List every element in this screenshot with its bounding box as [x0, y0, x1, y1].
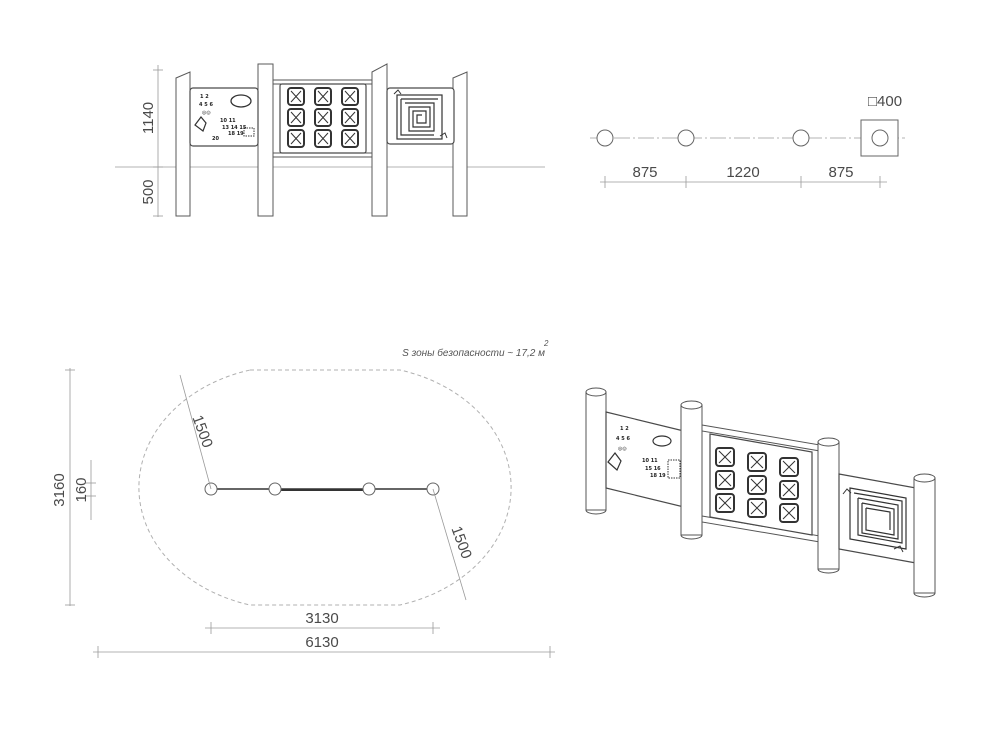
top-post-2 [677, 129, 695, 147]
front-elevation: 1140 500 1 2 4 5 6 ◎◎ 10 11 13 14 15 18 … [115, 63, 545, 217]
tile-1 [287, 87, 305, 106]
persp-post-2 [680, 400, 703, 540]
svg-text:10 11: 10 11 [220, 118, 236, 124]
svg-text:18 19: 18 19 [650, 473, 666, 479]
persp-tile-2 [747, 452, 767, 472]
height-above-label: 1140 [140, 102, 157, 134]
spacing-right-label: 875 [828, 164, 853, 181]
persp-tile-6 [779, 480, 799, 500]
persp-post-4 [913, 473, 936, 598]
persp-tiles-grid [715, 447, 799, 523]
equipment-width-label: 160 [73, 477, 90, 502]
persp-tile-9 [779, 503, 799, 523]
top-view: □400 875 1220 875 [590, 93, 905, 188]
svg-text:10 11: 10 11 [642, 458, 658, 464]
radius-left-line [179, 374, 212, 490]
plan-view: S зоны безопасности ~ 17,2 м 2 1500 1500… [51, 339, 555, 658]
safety-zone-area-note: S зоны безопасности ~ 17,2 м [402, 347, 545, 359]
svg-text:1 2: 1 2 [200, 94, 209, 100]
persp-tile-8 [747, 498, 767, 518]
top-post-3 [792, 129, 810, 147]
tile-7 [287, 129, 305, 148]
total-width-label: 3160 [51, 473, 68, 506]
numbers-panel [189, 87, 259, 147]
svg-text:13 14 15: 13 14 15 [222, 125, 247, 131]
tile-2 [314, 87, 332, 106]
svg-text:◎◎: ◎◎ [202, 110, 211, 116]
plan-post-2 [268, 482, 282, 496]
svg-text:20: 20 [212, 136, 219, 142]
radius-right-line [432, 488, 467, 601]
persp-tile-1 [715, 447, 735, 467]
tile-9 [341, 129, 359, 148]
spacing-middle-label: 1220 [726, 164, 759, 181]
persp-numbers-art: 1 2 4 5 6 ◎◎ 10 11 15 16 18 19 [607, 426, 681, 479]
svg-text:18 19: 18 19 [228, 131, 244, 137]
radius-right-label: 1500 [448, 524, 475, 561]
post-2 [257, 63, 274, 217]
plan-post-3 [362, 482, 376, 496]
tile-3 [341, 87, 359, 106]
persp-post-3 [817, 437, 840, 574]
svg-text:4 5 6: 4 5 6 [616, 436, 630, 442]
inner-length-label: 3130 [305, 610, 338, 627]
persp-tile-3 [779, 457, 799, 477]
safety-zone-area-superscript: 2 [543, 339, 549, 348]
safety-zone-outline [138, 369, 512, 606]
post-4 [452, 71, 468, 217]
svg-text:15 16: 15 16 [645, 466, 661, 472]
maze-panel [386, 87, 455, 145]
height-below-label: 500 [140, 179, 157, 204]
tile-4 [287, 108, 305, 127]
tiles-grid [287, 87, 359, 148]
tile-8 [314, 129, 332, 148]
total-length-label: 6130 [305, 634, 338, 651]
persp-maze-art [842, 487, 907, 553]
persp-tile-5 [747, 475, 767, 495]
svg-text:1 2: 1 2 [620, 426, 629, 432]
top-post-1 [596, 129, 614, 147]
persp-post-1 [585, 387, 607, 515]
perspective-view: 1 2 4 5 6 ◎◎ 10 11 15 16 18 19 [585, 387, 936, 598]
maze-art [393, 89, 448, 140]
persp-tile-7 [715, 493, 735, 513]
numbers-panel-art: 1 2 4 5 6 ◎◎ 10 11 13 14 15 18 19 20 [194, 94, 255, 142]
svg-text:◎◎: ◎◎ [618, 446, 627, 452]
svg-text:4 5 6: 4 5 6 [199, 102, 213, 108]
radius-left-label: 1500 [189, 413, 216, 450]
persp-tile-4 [715, 470, 735, 490]
tile-5 [314, 108, 332, 127]
tile-6 [341, 108, 359, 127]
top-post-4 [871, 129, 889, 147]
spacing-left-label: 875 [632, 164, 657, 181]
post-size-label: □400 [868, 93, 902, 110]
post-1 [175, 71, 191, 217]
post-3 [371, 63, 388, 217]
